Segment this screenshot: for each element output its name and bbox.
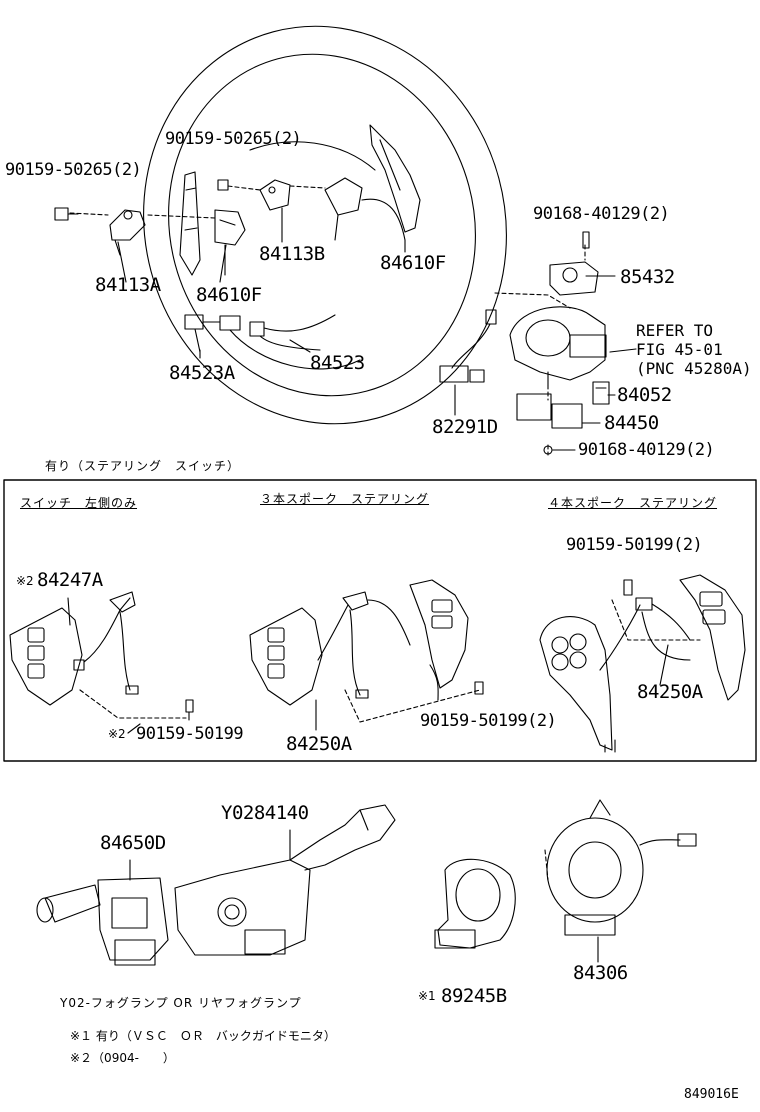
heading-switch-left-only: スイッチ 左側のみ [20,496,138,510]
label-84450[interactable]: 84450 [604,412,659,434]
harness-84523 [249,314,336,351]
heading-with-steering-switch: 有り（ステアリング スイッチ） [45,459,241,473]
note-1-vsc: ※１ 有り（ＶＳＣ ＯＲ バックガイドモニタ） [70,1029,336,1043]
leader-right-84250A [659,644,669,686]
bracket-84610F-left [214,209,246,276]
heading-3-spoke-steering: ３本スポーク ステアリング [260,492,430,506]
label-bolt-90159-50265-center[interactable]: 90159-50265(2) [165,129,302,149]
label-84113B[interactable]: 84113B [259,243,325,265]
label-bolt-90159-50199-right[interactable]: 90159-50199(2) [566,535,703,555]
bolt-90159-50199-mid [474,681,484,695]
label-screw-90168-bottom[interactable]: 90168-40129(2) [578,440,715,460]
note-y02-fog-lamp: Y02-フォグランプ OR リヤフォグランプ [60,996,302,1010]
label-84610F-left[interactable]: 84610F [196,284,262,306]
explode-line-right-bolt [611,599,701,641]
part-84052 [592,381,610,405]
label-84052[interactable]: 84052 [617,384,672,406]
label-84113A[interactable]: 84113A [95,274,161,296]
spiral-cable-assembly [509,306,607,386]
label-bolt-90159-50265-left[interactable]: 90159-50265(2) [5,160,142,180]
mark-bolt-90159-50199-left: ※2 [108,727,126,741]
switch-right-4spoke [539,574,746,753]
label-84250A-right[interactable]: 84250A [637,681,703,703]
bolt-90159-50265-left [54,207,79,221]
switch-middle-3spoke [249,579,469,706]
harness-84523A [184,314,241,353]
switch-left-84247A [9,591,139,706]
label-refer-fig-45-01[interactable]: REFER TO FIG 45-01 (PNC 45280A) [636,321,752,378]
label-Y0284140[interactable]: Y0284140 [221,802,309,824]
leader-lines-upper [117,231,616,451]
heading-4-spoke-steering: ４本スポーク ステアリング [548,496,718,510]
label-bolt-90159-50199-left[interactable]: 90159-50199 [136,724,244,744]
switch-Y0284140 [174,804,396,956]
switch-84650D [36,859,169,966]
explode-line-left-bolt [79,689,187,719]
spiral-cable-89245B [434,858,516,949]
label-84650D[interactable]: 84650D [100,832,166,854]
steering-wheel-rim [143,25,507,425]
explode-line-mid-bolt [344,689,481,723]
connector-85432 [549,261,599,296]
label-bolt-90159-50199-middle[interactable]: 90159-50199(2) [420,711,557,731]
refer-leader [609,348,637,353]
explode-lines-spiral [494,244,586,456]
bracket-84113A [109,209,146,256]
leader-left-bolt [127,723,141,734]
bracket-84610F-right [324,177,406,241]
label-84250A-middle[interactable]: 84250A [286,733,352,755]
label-84523A[interactable]: 84523A [169,362,235,384]
bracket-84113B [259,179,291,233]
explode-lines-upper [69,185,326,219]
label-84247A[interactable]: 84247A [37,569,103,591]
figure-number: 849016E [684,1087,739,1102]
sensor-82291D [439,309,497,383]
label-82291D[interactable]: 82291D [432,416,498,438]
bolt-90159-50199-right [623,579,633,596]
mark-89245B: ※1 [418,989,436,1003]
bolt-90159-50265-center [217,179,229,191]
label-84306[interactable]: 84306 [573,962,628,984]
label-screw-90168-top[interactable]: 90168-40129(2) [533,204,670,224]
mark-84247A: ※2 [16,574,34,588]
bolt-90159-50199-left [185,699,194,721]
note-2-date: ※２（0904- ） [70,1051,175,1065]
part-84450 [516,393,583,429]
screw-90168-top [582,231,590,249]
switch-section-box [3,479,757,762]
label-89245B[interactable]: 89245B [441,985,507,1007]
label-84523[interactable]: 84523 [310,352,365,374]
paddle-switch-left [179,171,201,276]
label-84610F-right[interactable]: 84610F [380,252,446,274]
paddle-switch-right [369,124,421,233]
screw-90168-bottom [543,445,553,455]
label-85432[interactable]: 85432 [620,266,675,288]
spiral-cable-84306 [546,799,697,963]
